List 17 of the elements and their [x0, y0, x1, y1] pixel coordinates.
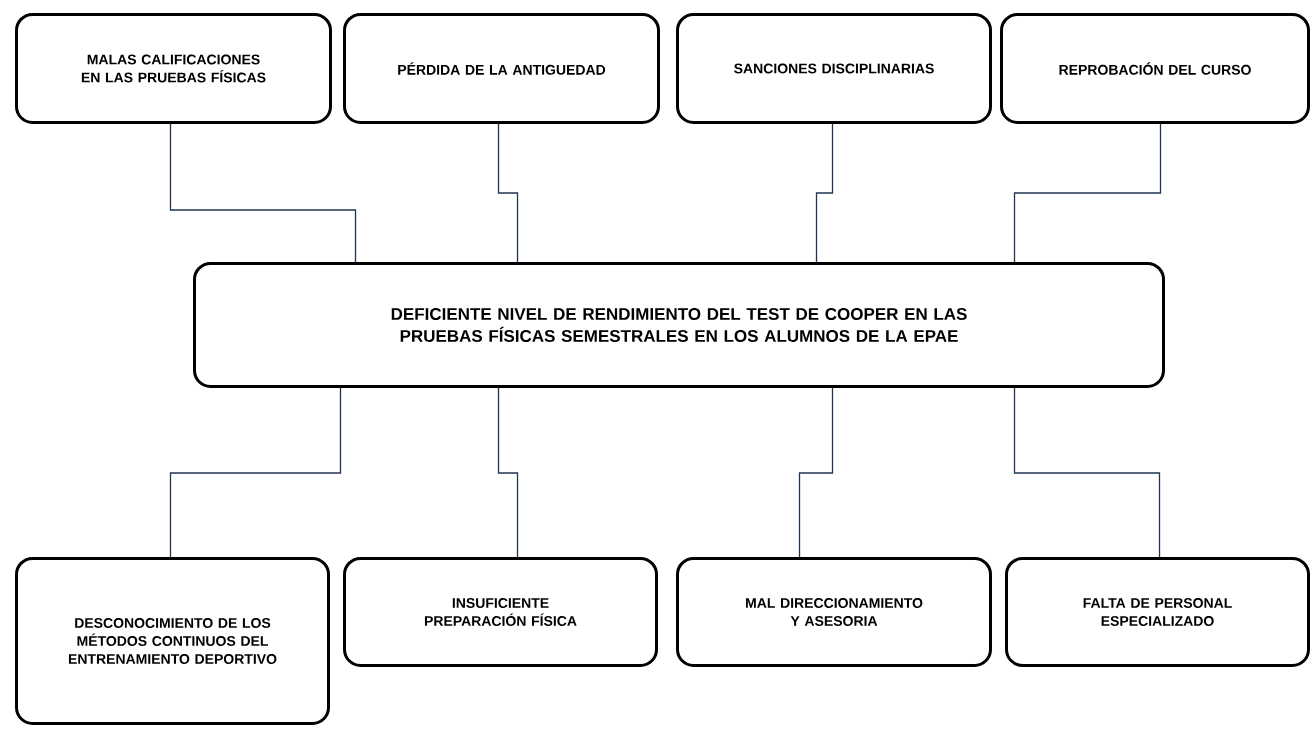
cause-box: REPROBACIÓN DEL CURSO	[1000, 13, 1310, 124]
cause-box: PÉRDIDA DE LA ANTIGUEDAD	[343, 13, 660, 124]
connector-line	[169, 123, 357, 263]
cause-box: MALAS CALIFICACIONES EN LAS PRUEBAS FÍSICAS	[15, 13, 332, 124]
problem-box: DEFICIENTE NIVEL DE RENDIMIENTO DEL TEST DE COOPER EN LAS PRUEBAS FÍSICAS SEMESTRALES EN LOS ALUMNOS DE LA EPAE	[193, 262, 1165, 388]
cause-box: MAL DIRECCIONAMIENTO Y ASESORIA	[676, 557, 992, 667]
cause-box: DESCONOCIMIENTO DE LOS MÉTODOS CONTINUOS DEL ENTRENAMIENTO DEPORTIVO	[15, 557, 330, 725]
connector-line	[497, 123, 519, 263]
cause-box: SANCIONES DISCIPLINARIAS	[676, 13, 992, 124]
cause-box: FALTA DE PERSONAL ESPECIALIZADO	[1005, 557, 1310, 667]
connector-line	[1013, 387, 1161, 558]
connector-line	[798, 387, 834, 558]
connector-line	[815, 123, 834, 263]
connector-line	[169, 387, 342, 558]
cause-box: INSUFICIENTE PREPARACIÓN FÍSICA	[343, 557, 658, 667]
connector-line	[497, 387, 519, 558]
connector-line	[1013, 123, 1162, 263]
